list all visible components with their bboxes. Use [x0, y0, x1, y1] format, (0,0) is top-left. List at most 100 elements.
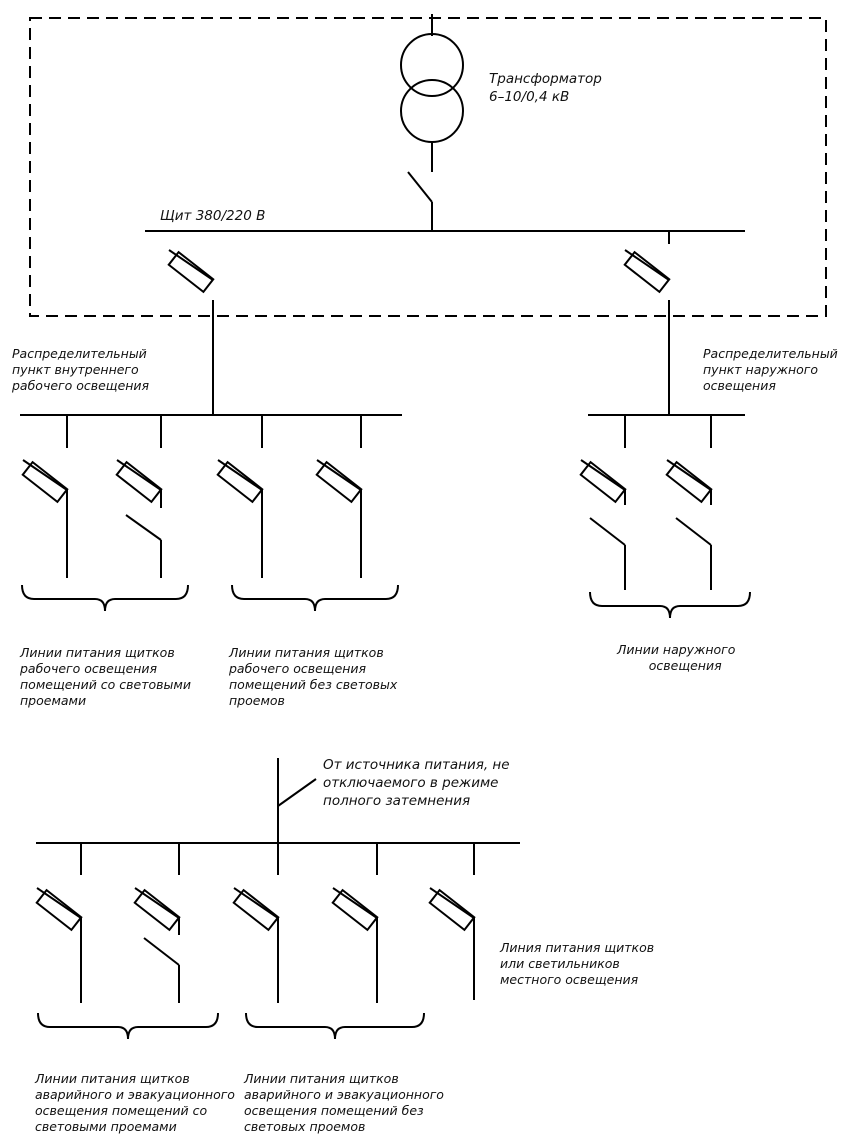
indoor-branch-2-breaker-contact: [116, 459, 162, 491]
emergency-branch-4-breaker-contact: [332, 887, 378, 919]
brace-without-openings: [231, 584, 399, 612]
outdoor-point-line1: Распределительный: [703, 346, 838, 361]
emergency-source-line3: полного затемнения: [323, 793, 471, 809]
substation-boundary: [29, 17, 827, 317]
emergency-branch-1-breaker-fuse: [35, 888, 83, 932]
emergency-with-openings-line1: Линии питания щитков: [35, 1071, 190, 1086]
emergency-branch-3-breaker-contact: [233, 887, 279, 919]
indoor-branches: [21, 415, 363, 578]
emergency-branch-1-breaker-contact: [36, 887, 82, 919]
emergency-source-leader: [277, 778, 317, 807]
indoor-branch-1-breaker-fuse: [21, 460, 69, 504]
group-without-openings-line1: Линии питания щитков: [229, 645, 384, 660]
main-right-breaker-symbol-contact: [624, 249, 670, 281]
group-without-openings-line4: проемов: [229, 693, 285, 708]
main-right-breaker-symbol: [623, 249, 671, 294]
emergency-with-openings-line2: аварийного и эвакуационного: [35, 1087, 235, 1102]
group-with-openings-line1: Линии питания щитков: [20, 645, 175, 660]
outdoor-branch-1-switch: [589, 517, 626, 546]
transformer-label: Трансформатор 6–10/0,4 кВ: [489, 70, 602, 106]
emergency-without-openings-line2: аварийного и эвакуационного: [244, 1087, 444, 1102]
indoor-branch-1-breaker: [21, 459, 69, 504]
emergency-branch-5-breaker-contact: [429, 887, 475, 919]
indoor-branch-2-switch: [125, 514, 162, 541]
emergency-branch-1-breaker: [35, 887, 83, 932]
transformer-label-line1: Трансформатор: [489, 71, 602, 87]
outdoor-branch-2-breaker-fuse: [665, 460, 713, 504]
group-with-openings-line3: помещений со световыми: [20, 677, 191, 692]
outdoor-branch-2-switch: [675, 517, 712, 546]
emergency-branch-2-switch: [143, 937, 180, 966]
outdoor-branches: [579, 415, 713, 590]
main-switch: [407, 171, 433, 203]
indoor-branch-2-breaker-fuse: [115, 460, 163, 504]
emergency-branch-2-breaker: [133, 887, 181, 932]
brace-emergency-with-openings: [37, 1012, 219, 1040]
emergency-without-openings-line3: освещения помещений без: [244, 1103, 424, 1118]
outdoor-lines-line1: Линии наружного: [617, 642, 736, 657]
indoor-branch-3-breaker-contact: [217, 459, 263, 491]
transformer-label-line2: 6–10/0,4 кВ: [489, 89, 570, 105]
main-left-breaker-symbol: [167, 249, 215, 294]
local-lighting-line2: или светильников: [500, 956, 620, 971]
emergency-branch-4-breaker: [331, 887, 379, 932]
outdoor-point-line2: пункт наружного: [703, 362, 819, 377]
transformer-winding-primary: [400, 33, 464, 97]
emergency-branch-2-breaker-fuse: [133, 888, 181, 932]
indoor-point-line3: рабочего освещения: [12, 378, 150, 393]
local-lighting-line3: местного освещения: [500, 972, 639, 987]
indoor-branch-2-breaker: [115, 459, 163, 504]
emergency-branch-3-breaker: [232, 887, 280, 932]
emergency-branch-5-breaker-fuse: [428, 888, 476, 932]
transformer-winding-secondary: [400, 79, 464, 143]
emergency-without-openings-line1: Линии питания щитков: [244, 1071, 399, 1086]
brace-emergency-without-openings: [245, 1012, 425, 1040]
indoor-branch-4-breaker-fuse: [315, 460, 363, 504]
indoor-branch-3-breaker: [216, 459, 264, 504]
group-without-openings-line3: помещений без световых: [229, 677, 398, 692]
outdoor-point-line3: освещения: [703, 378, 776, 393]
emergency-branch-2-breaker-contact: [134, 887, 180, 919]
brace-outdoor-lines: [589, 591, 751, 619]
outdoor-lines-line2: освещения: [648, 658, 722, 673]
main-left-breaker-symbol-contact: [168, 249, 214, 281]
emergency-without-openings-line4: световых проемов: [244, 1119, 366, 1134]
group-with-openings-line4: проемами: [20, 693, 87, 708]
indoor-point-line2: пункт внутреннего: [12, 362, 139, 377]
main-left-breaker: [167, 249, 215, 294]
emergency-branch-3-breaker-fuse: [232, 888, 280, 932]
indoor-branch-4-breaker: [315, 459, 363, 504]
group-braces: [21, 584, 751, 1040]
group-with-openings-line2: рабочего освещения: [20, 661, 158, 676]
indoor-branch-1-breaker-contact: [22, 459, 68, 491]
brace-with-openings: [21, 584, 189, 612]
main-right-breaker: [623, 249, 671, 294]
indoor-branch-3-breaker-fuse: [216, 460, 264, 504]
main-right-breaker-symbol-fuse: [623, 250, 671, 294]
outdoor-branch-1-breaker-contact: [580, 459, 626, 491]
emergency-with-openings-line4: световыми проемами: [35, 1119, 177, 1134]
group-without-openings-line2: рабочего освещения: [229, 661, 367, 676]
emergency-branch-4-breaker-fuse: [331, 888, 379, 932]
emergency-with-openings-line3: освещения помещений со: [35, 1103, 208, 1118]
emergency-source-label: От источника питания, не отключаемого в р…: [323, 756, 510, 810]
indoor-branch-4-breaker-contact: [316, 459, 362, 491]
outdoor-branch-2-breaker-contact: [666, 459, 712, 491]
emergency-source-line1: От источника питания, не: [323, 757, 510, 773]
emergency-source-line2: отключаемого в режиме: [323, 775, 499, 791]
main-left-breaker-symbol-fuse: [167, 250, 215, 294]
outdoor-branch-1-breaker-fuse: [579, 460, 627, 504]
local-lighting-line1: Линия питания щитков: [500, 940, 655, 955]
outdoor-branch-1-breaker: [579, 459, 627, 504]
main-panel-label: Щит 380/220 В: [160, 208, 266, 224]
outdoor-branch-2-breaker: [665, 459, 713, 504]
